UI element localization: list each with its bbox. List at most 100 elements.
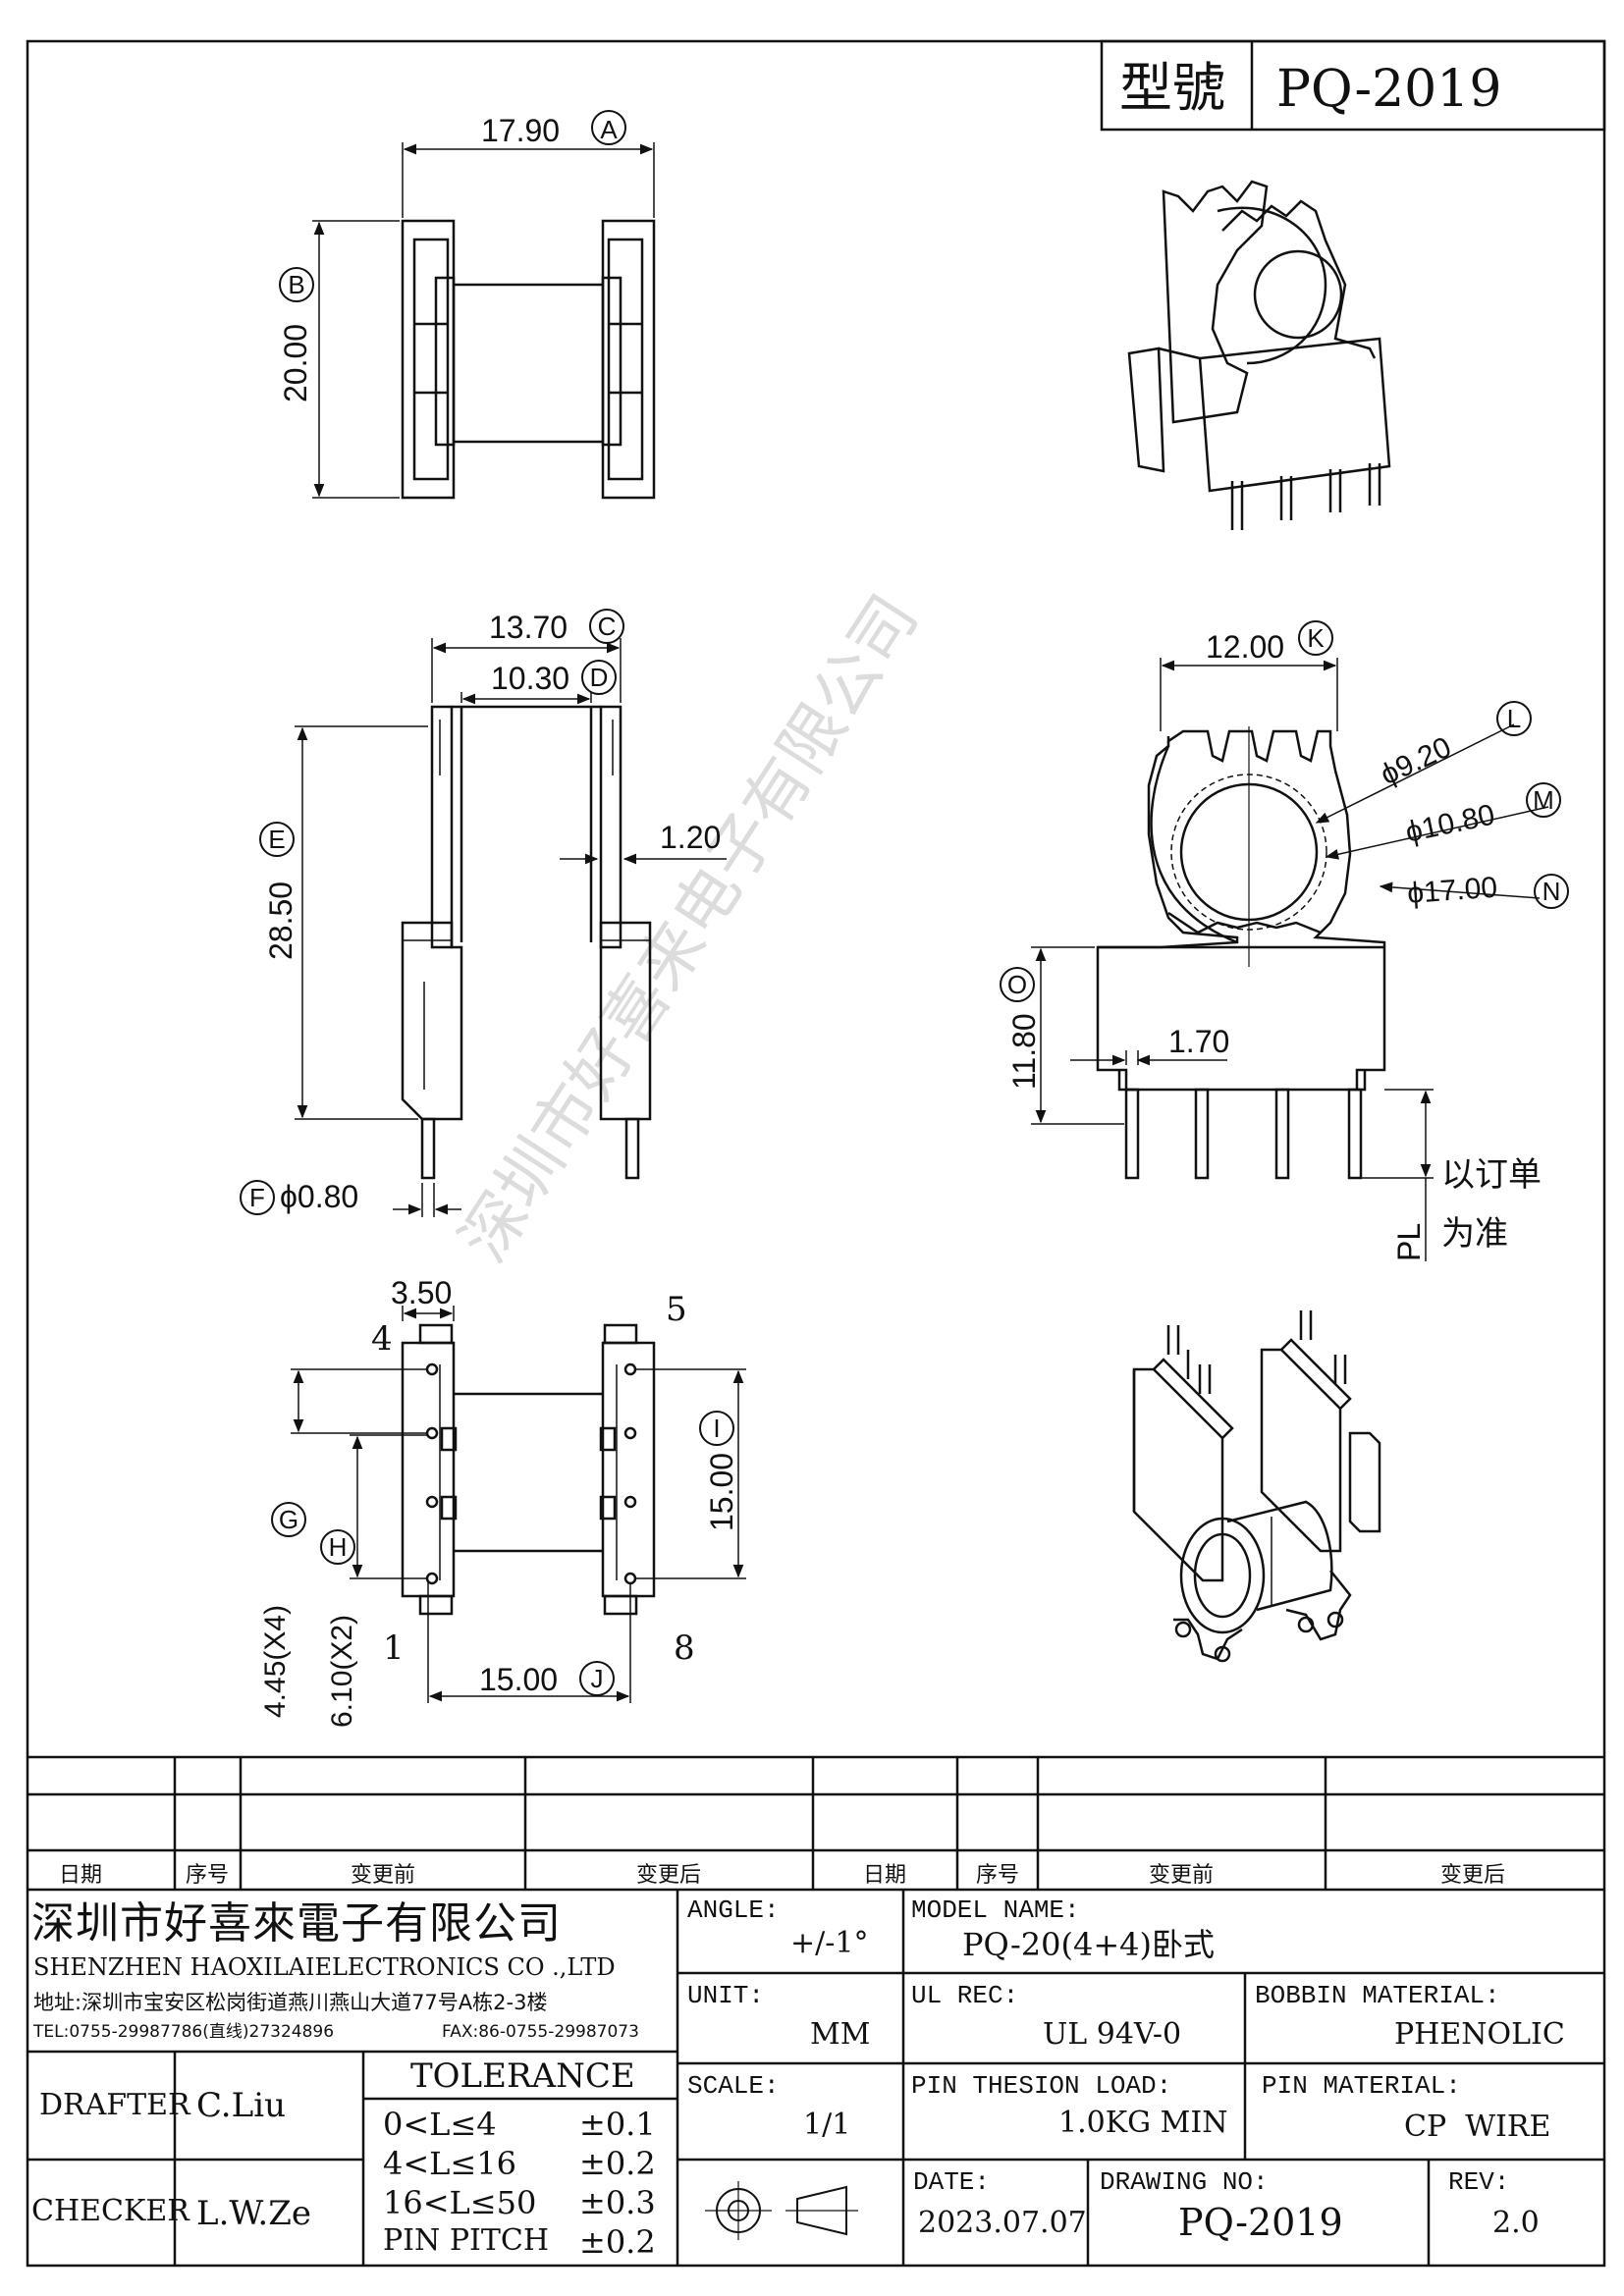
ul-rec-value: UL 94V-0: [1043, 2017, 1182, 2052]
angle-label: ANGLE:: [687, 1896, 780, 1925]
dim-wall-value: 1.20: [660, 820, 721, 855]
dim-k-letter: K: [1307, 623, 1325, 653]
header-type-label: 型號: [1119, 57, 1225, 119]
pin-label-1: 1: [383, 1629, 405, 1668]
checker-value: L.W.Ze: [196, 2194, 311, 2233]
dim-d-letter: D: [590, 663, 609, 692]
dim-j-letter: J: [591, 1664, 604, 1693]
model-name-label: MODEL NAME:: [911, 1896, 1080, 1925]
date-value: 2023.07.07: [918, 2206, 1087, 2240]
rev-header-before-2: 变更前: [1149, 1863, 1214, 1888]
dim-c-value: 13.70: [489, 610, 568, 645]
dim-n-letter: N: [1543, 877, 1561, 906]
pin-label-4: 4: [371, 1319, 393, 1359]
dim-e-letter: E: [268, 825, 285, 854]
date-label: DATE:: [913, 2167, 991, 2197]
dim-o-letter: O: [1007, 970, 1027, 999]
rev-header-after-2: 变更后: [1440, 1863, 1505, 1888]
drawing-frame: [26, 39, 1606, 2268]
tolerance-range: PIN PITCH: [383, 2223, 549, 2258]
dim-h-letter: H: [329, 1532, 348, 1562]
bobbin-material-label: BOBBIN MATERIAL:: [1255, 1981, 1500, 2010]
pl-note-line1: 以订单: [1441, 1155, 1542, 1195]
tolerance-range: 16<L≤50: [383, 2184, 537, 2221]
dim-j-value: 15.00: [479, 1662, 558, 1697]
company-address: 地址:深圳市宝安区松岗街道燕川燕山大道77号A栋2-3楼: [33, 1991, 548, 2014]
company-tel: TEL:0755-29987786(直线)27324896: [33, 2022, 335, 2042]
rev-header-date-2: 日期: [863, 1863, 906, 1888]
dim-g-letter: G: [279, 1505, 298, 1534]
tolerance-value: ±0.2: [579, 2145, 656, 2182]
company-name-cn: 深圳市好喜來電子有限公司: [31, 1898, 562, 1949]
tolerance-range: 0<L≤4: [383, 2106, 497, 2143]
dim-h-value: 6.10(X2): [326, 1615, 358, 1728]
header-box: 型號 PQ-2019: [1100, 39, 1606, 132]
isometric-view-upper: [1127, 180, 1391, 530]
rev-header-seq: 序号: [186, 1863, 229, 1888]
pin-label-5: 5: [666, 1290, 687, 1329]
ul-rec-label: UL REC:: [911, 1981, 1019, 2010]
tolerance-value: ±0.2: [579, 2223, 656, 2261]
drawing-no-label: DRAWING NO:: [1100, 2167, 1269, 2197]
dim-l-value: ϕ9.20: [1376, 731, 1456, 792]
dim-g-value: 4.45(X4): [259, 1605, 292, 1718]
dim-i-letter: I: [713, 1414, 720, 1443]
dim-m-letter: M: [1533, 785, 1554, 815]
tolerance-title: TOLERANCE: [410, 2056, 635, 2096]
dim-f-value: ϕ0.80: [280, 1179, 358, 1214]
rev-label: REV:: [1448, 2167, 1510, 2197]
unit-label: UNIT:: [687, 1981, 765, 2010]
bottom-view: [271, 1306, 746, 1703]
scale-value: 1/1: [803, 2108, 851, 2142]
rev-header-seq-2: 序号: [976, 1863, 1019, 1888]
rev-header-date: 日期: [59, 1863, 102, 1888]
rev-header-after: 变更后: [636, 1863, 701, 1888]
pin-material-value: CP WIRE: [1404, 2109, 1551, 2144]
dim-i-value: 15.00: [704, 1453, 739, 1531]
unit-value: MM: [810, 2017, 871, 2052]
side-view: [1000, 620, 1569, 1261]
dim-f-letter: F: [249, 1183, 265, 1212]
dim-pin-offset-value: 1.70: [1168, 1024, 1229, 1059]
rev-header-before: 变更前: [351, 1863, 415, 1888]
company-name-en: SHENZHEN HAOXILAIELECTRONICS CO .,LTD: [33, 1953, 616, 1981]
projection-symbol: [705, 2181, 858, 2240]
dim-flange-width-value: 3.50: [391, 1275, 452, 1310]
checker-label: CHECKER: [31, 2194, 189, 2228]
dim-c-letter: C: [598, 612, 617, 641]
company-fax: FAX:86-0755-29987073: [442, 2022, 639, 2042]
top-view: [279, 110, 656, 500]
drawing-no-value: PQ-2019: [1178, 2201, 1343, 2244]
pin-thesion-load-label: PIN THESION LOAD:: [911, 2071, 1172, 2101]
rev-value: 2.0: [1492, 2206, 1540, 2240]
drafter-value: C.Liu: [196, 2086, 286, 2125]
pin-label-8: 8: [674, 1629, 695, 1668]
drafter-label: DRAFTER: [39, 2088, 190, 2122]
model-name-value: PQ-20(4+4)卧式: [962, 1926, 1215, 1963]
dim-l-letter: L: [1507, 704, 1521, 733]
pin-thesion-load-value: 1.0KG MIN: [1058, 2106, 1228, 2140]
dim-b-value: 20.00: [278, 324, 313, 402]
header-model: PQ-2019: [1276, 60, 1501, 119]
tolerance-value: ±0.1: [579, 2106, 656, 2143]
dim-a-value: 17.90: [481, 113, 560, 148]
bobbin-material-value: PHENOLIC: [1394, 2017, 1565, 2052]
pl-note-line2: 为准: [1441, 1214, 1508, 1254]
dim-o-value: 11.80: [1006, 1013, 1042, 1090]
pin-material-label: PIN MATERIAL:: [1262, 2071, 1461, 2101]
title-block-grid: [27, 1755, 1604, 2266]
front-view: [240, 609, 727, 1217]
dim-n-value: ϕ17.00: [1406, 872, 1498, 910]
dim-k-value: 12.00: [1206, 629, 1284, 665]
dim-e-value: 28.50: [263, 881, 298, 960]
dim-a-letter: A: [600, 115, 618, 144]
isometric-view-lower: [1132, 1310, 1381, 1663]
tolerance-range: 4<L≤16: [383, 2145, 516, 2182]
dim-m-value: ϕ10.80: [1403, 798, 1498, 848]
angle-value: +/-1°: [790, 1926, 869, 1960]
dim-d-value: 10.30: [491, 661, 569, 696]
scale-label: SCALE:: [687, 2071, 780, 2101]
tolerance-value: ±0.3: [579, 2184, 656, 2221]
pl-label: PL: [1391, 1223, 1427, 1261]
